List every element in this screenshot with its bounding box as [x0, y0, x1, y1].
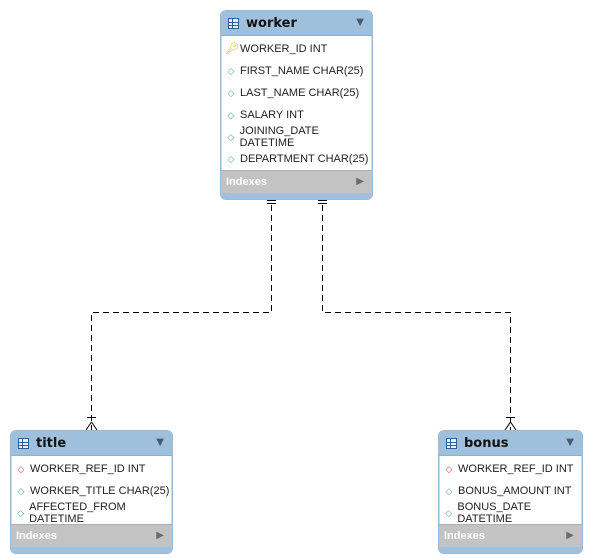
table-worker[interactable]: worker ▼ 🔑︎WORKER_ID INT ◇ FIRST_NAME CHA…: [220, 10, 373, 200]
column-icon: ◇: [17, 508, 25, 518]
table-header[interactable]: title ▼: [11, 431, 172, 456]
table-header[interactable]: bonus ▼: [439, 431, 582, 456]
column-label: BONUS_DATE DATETIME: [457, 501, 532, 525]
column-icon: ◇: [227, 66, 235, 76]
indexes-label: Indexes: [444, 530, 485, 542]
indexes-label: Indexes: [226, 176, 267, 188]
column-icon: ◇: [445, 508, 453, 518]
column-label: JOINING_DATE DATETIME: [239, 125, 319, 149]
column-row[interactable]: ◇ WORKER_REF_ID INT: [11, 458, 172, 480]
column-label: SALARY INT: [240, 109, 304, 121]
column-icon: ◇: [17, 486, 25, 496]
indexes-label: Indexes: [16, 530, 57, 542]
column-row[interactable]: ◇ DEPARTMENT CHAR(25): [221, 148, 372, 170]
collapse-arrow-icon[interactable]: ▼: [566, 437, 574, 448]
expand-arrow-icon[interactable]: ▶: [566, 530, 574, 541]
foreign-key-icon: ◇: [445, 464, 453, 474]
table-name: worker: [246, 15, 297, 31]
column-label: BONUS_AMOUNT INT: [458, 485, 572, 497]
table-icon: [446, 437, 457, 449]
table-footer-bar: [439, 547, 582, 553]
column-label: DEPARTMENT CHAR(25): [240, 153, 369, 165]
expand-arrow-icon[interactable]: ▶: [156, 530, 164, 541]
indexes-section[interactable]: Indexes ▶: [11, 524, 172, 547]
table-name: bonus: [464, 435, 509, 451]
column-label: LAST_NAME CHAR(25): [240, 87, 360, 99]
table-footer-bar: [11, 547, 172, 553]
column-row[interactable]: ◇ BONUS_AMOUNT INT: [439, 480, 582, 502]
column-row[interactable]: ◇ BONUS_DATE DATETIME: [439, 501, 582, 525]
column-row[interactable]: ◇ FIRST_NAME CHAR(25): [221, 60, 372, 82]
column-list: 🔑︎WORKER_ID INT ◇ FIRST_NAME CHAR(25) ◇ LA…: [221, 36, 372, 170]
table-name: title: [36, 435, 67, 451]
column-icon: ◇: [445, 486, 453, 496]
column-row[interactable]: ◇ WORKER_TITLE CHAR(25): [11, 480, 172, 502]
table-icon: [228, 17, 239, 29]
column-label: FIRST_NAME CHAR(25): [240, 65, 364, 77]
column-icon: ◇: [227, 154, 235, 164]
column-label: AFFECTED_FROM DATETIME: [29, 501, 126, 525]
indexes-section[interactable]: Indexes ▶: [439, 524, 582, 547]
column-row[interactable]: ◇ JOINING_DATE DATETIME: [221, 125, 372, 149]
table-header[interactable]: worker ▼: [221, 11, 372, 36]
relationship-worker-bonus: [318, 195, 517, 431]
column-row[interactable]: ◇ WORKER_REF_ID INT: [439, 458, 582, 480]
column-label: WORKER_TITLE CHAR(25): [30, 485, 170, 497]
column-row[interactable]: ◇ SALARY INT: [221, 104, 372, 126]
column-label: WORKER_ID INT: [240, 43, 328, 55]
table-title[interactable]: title ▼ ◇ WORKER_REF_ID INT ◇ WORKER_TITLE…: [10, 430, 173, 554]
column-list: ◇ WORKER_REF_ID INT ◇ WORKER_TITLE CHAR(25…: [11, 456, 172, 525]
column-icon: ◇: [227, 132, 235, 142]
column-row[interactable]: 🔑︎WORKER_ID INT: [221, 38, 372, 60]
relationship-worker-title: [85, 195, 276, 431]
column-list: ◇ WORKER_REF_ID INT ◇ BONUS_AMOUNT INT ◇ BO…: [439, 456, 582, 525]
column-icon: ◇: [227, 88, 235, 98]
column-label: WORKER_REF_ID INT: [458, 463, 574, 475]
table-bonus[interactable]: bonus ▼ ◇ WORKER_REF_ID INT ◇ BONUS_AMOUNT…: [438, 430, 583, 554]
indexes-section[interactable]: Indexes ▶: [221, 170, 372, 193]
table-icon: [18, 437, 29, 449]
column-row[interactable]: ◇ LAST_NAME CHAR(25): [221, 82, 372, 104]
table-footer-bar: [221, 193, 372, 199]
key-icon: 🔑︎: [225, 43, 239, 55]
foreign-key-icon: ◇: [17, 464, 25, 474]
column-icon: ◇: [227, 110, 235, 120]
column-row[interactable]: ◇ AFFECTED_FROM DATETIME: [11, 501, 172, 525]
collapse-arrow-icon[interactable]: ▼: [356, 17, 364, 28]
column-label: WORKER_REF_ID INT: [30, 463, 146, 475]
collapse-arrow-icon[interactable]: ▼: [156, 437, 164, 448]
expand-arrow-icon[interactable]: ▶: [356, 176, 364, 187]
